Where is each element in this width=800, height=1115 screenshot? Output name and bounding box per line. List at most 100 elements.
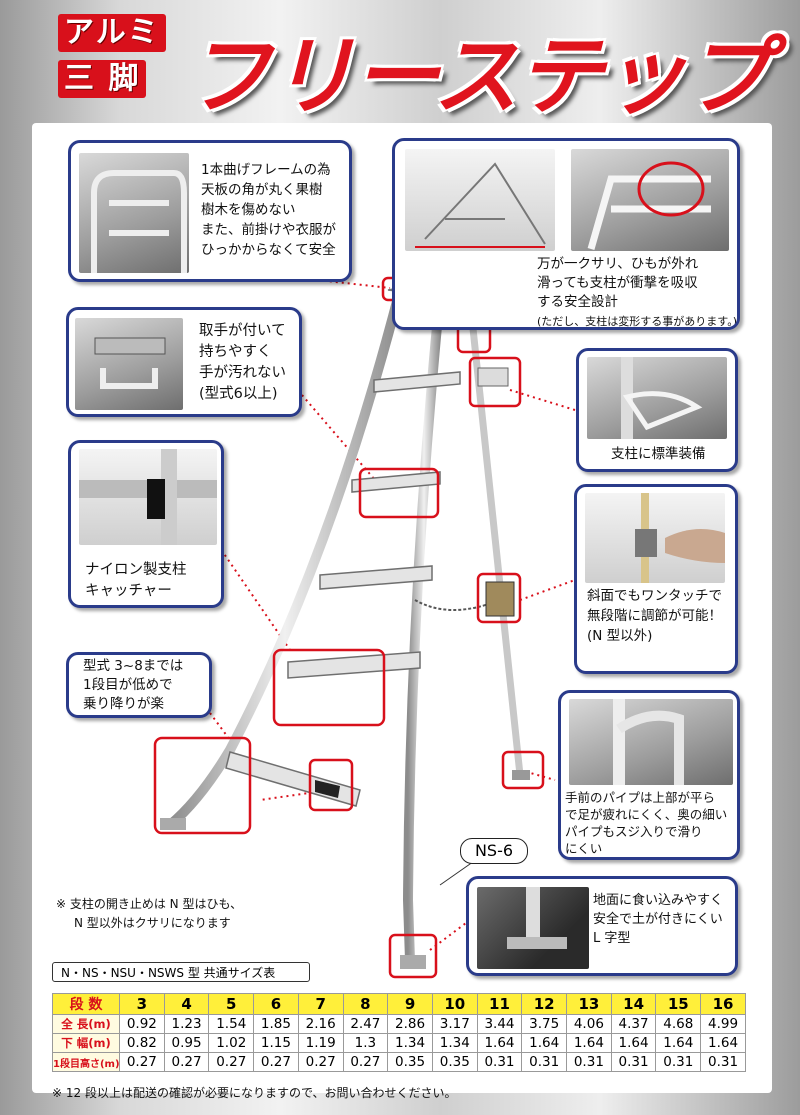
callout-low-first-step: 型式 3~8までは 1段目が低めで 乗り降りが楽	[66, 652, 212, 718]
photo-foot	[477, 887, 589, 969]
callout-handle-line3: 手が汚れない	[199, 365, 286, 381]
table-cell: 3.44	[476, 1014, 523, 1034]
table-cell: 0.31	[476, 1052, 523, 1072]
table-header-cell: 10	[431, 993, 478, 1015]
callout-handle-line2: 持ちやすく	[199, 344, 272, 360]
table-title: N・NS・NSU・NSWS 型 共通サイズ表	[52, 962, 310, 982]
table-header-cell: 5	[208, 993, 255, 1015]
callout-handle-line4: (型式6以上)	[199, 386, 278, 402]
table-cell: 3.17	[431, 1014, 478, 1034]
side-note-line1: ※ 支柱の開き止めは N 型はひも、	[56, 897, 243, 911]
callout-handle: 取手が付いて 持ちやすく 手が汚れない (型式6以上)	[66, 307, 302, 417]
table-row: 1段目高さ(m) 0.27 0.27 0.27 0.27 0.27 0.27 0…	[52, 1052, 746, 1072]
callout-support-line1: 万が一クサリ、ひもが外れ	[537, 256, 699, 272]
table-cell: 1.3	[342, 1033, 389, 1053]
row-label: 下 幅(m)	[52, 1033, 120, 1053]
callout-ground-line1: 地面に食い込みやすく	[593, 893, 724, 908]
callout-frame-line5: ひっかからなくて安全	[201, 242, 336, 258]
table-header-cell: 3	[119, 993, 165, 1015]
row-label: 1段目高さ(m)	[52, 1052, 120, 1072]
table-cell: 1.64	[566, 1033, 612, 1053]
callout-lowstep-line2: 1段目が低めで	[83, 677, 173, 693]
table-cell: 4.06	[566, 1014, 612, 1034]
callout-standard-equipment: 支柱に標準装備	[576, 348, 738, 472]
table-cell: 0.35	[387, 1052, 433, 1072]
callout-pipe-line2: で足が疲れにくく、奥の細い	[565, 807, 728, 822]
table-cell: 1.64	[700, 1033, 746, 1053]
table-cell: 0.27	[253, 1052, 299, 1072]
table-header-cell: 14	[610, 993, 657, 1015]
table-cell: 4.99	[700, 1014, 746, 1034]
callout-frame-line4: また、前掛けや衣服が	[201, 222, 336, 238]
callout-bent-frame: 1本曲げフレームの為 天板の角が丸く果樹 樹木を傷めない また、前掛けや衣服が …	[68, 140, 352, 282]
photo-pipe	[569, 699, 733, 785]
table-cell: 4.68	[655, 1014, 702, 1034]
callout-support-note: (ただし、支柱は変形する事があります。)	[537, 315, 737, 328]
table-cell: 3.75	[521, 1014, 568, 1034]
callout-catcher-line2: キャッチャー	[85, 583, 172, 599]
table-cell: 1.64	[655, 1033, 702, 1053]
callout-slope-line2: 無段階に調節が可能！	[587, 608, 722, 624]
table-cell: 0.31	[610, 1052, 657, 1072]
callout-handle-line1: 取手が付いて	[199, 323, 286, 339]
table-cell: 0.31	[655, 1052, 702, 1072]
callout-ground-foot: 地面に食い込みやすく 安全で土が付きにくい L 字型	[466, 876, 738, 976]
callout-catcher-line1: ナイロン製支柱	[85, 562, 187, 578]
callout-pipe-line3: パイプもスジ入りで滑り	[565, 824, 703, 839]
callout-support-line2: 滑っても支柱が衝撃を吸収	[537, 275, 698, 291]
table-header-cell: 12	[521, 993, 568, 1015]
photo-top-plate-closeup	[571, 149, 729, 251]
table-header-cell: 7	[297, 993, 344, 1015]
callout-pipe-line1: 手前のパイプは上部が平ら	[565, 790, 716, 805]
page-title: フリーステップ	[185, 27, 771, 127]
table-header-cell: 13	[566, 993, 612, 1015]
callout-slope-line1: 斜面でもワンタッチで	[587, 588, 722, 604]
table-header-cell: 11	[476, 993, 523, 1015]
table-cell: 1.23	[163, 1014, 210, 1034]
table-header-cell: 16	[700, 993, 746, 1015]
model-label: NS-6	[460, 838, 528, 864]
photo-support-bracket	[587, 357, 727, 439]
table-cell: 0.27	[119, 1052, 165, 1072]
table-cell: 2.16	[297, 1014, 344, 1034]
callout-frame-line2: 天板の角が丸く果樹	[201, 182, 323, 198]
table-cell: 0.27	[342, 1052, 389, 1072]
table-cell: 1.02	[208, 1033, 255, 1053]
side-note-line2: N 型以外はクサリになります	[74, 916, 231, 930]
size-table: 段 数 3 4 5 6 7 8 9 10 11 12 13 14 15 16 全…	[52, 993, 746, 1072]
photo-top-frame	[79, 153, 189, 273]
table-cell: 1.34	[387, 1033, 433, 1053]
callout-pipe: 手前のパイプは上部が平ら で足が疲れにくく、奥の細い パイプもスジ入りで滑り に…	[558, 690, 740, 860]
photo-catcher	[79, 449, 217, 545]
callout-ground-line2: 安全で土が付きにくい	[593, 912, 723, 927]
table-cell: 1.34	[431, 1033, 478, 1053]
table-cell: 1.64	[610, 1033, 657, 1053]
callout-slope-adjust: 斜面でもワンタッチで 無段階に調節が可能！ (N 型以外)	[574, 484, 738, 674]
table-cell: 0.31	[700, 1052, 746, 1072]
table-cell: 0.31	[566, 1052, 612, 1072]
table-cell: 1.85	[253, 1014, 299, 1034]
footnote: ※ 12 段以上は配送の確認が必要になりますので、お問い合わせください。	[52, 1086, 457, 1100]
table-cell: 0.27	[163, 1052, 210, 1072]
callout-ground-line3: L 字型	[593, 931, 631, 946]
table-cell: 0.31	[521, 1052, 568, 1072]
table-cell: 1.64	[476, 1033, 523, 1053]
photo-adjuster	[585, 493, 725, 583]
table-header-cell: 9	[387, 993, 433, 1015]
table-cell: 1.15	[253, 1033, 299, 1053]
table-cell: 1.64	[521, 1033, 568, 1053]
callout-support-line3: する安全設計	[537, 294, 618, 310]
callout-frame-line1: 1本曲げフレームの為	[201, 162, 331, 178]
table-cell: 0.82	[119, 1033, 165, 1053]
table-row: 全 長(m) 0.92 1.23 1.54 1.85 2.16 2.47 2.8…	[52, 1014, 746, 1034]
table-cell: 0.95	[163, 1033, 210, 1053]
photo-handle	[75, 318, 183, 410]
callout-lowstep-line1: 型式 3~8までは	[83, 658, 184, 674]
table-row: 下 幅(m) 0.82 0.95 1.02 1.15 1.19 1.3 1.34…	[52, 1033, 746, 1053]
table-cell: 1.54	[208, 1014, 255, 1034]
table-header-cell: 6	[253, 993, 299, 1015]
table-header-cell: 段 数	[52, 993, 120, 1015]
photo-ladder-side	[405, 149, 555, 251]
table-cell: 0.27	[297, 1052, 344, 1072]
